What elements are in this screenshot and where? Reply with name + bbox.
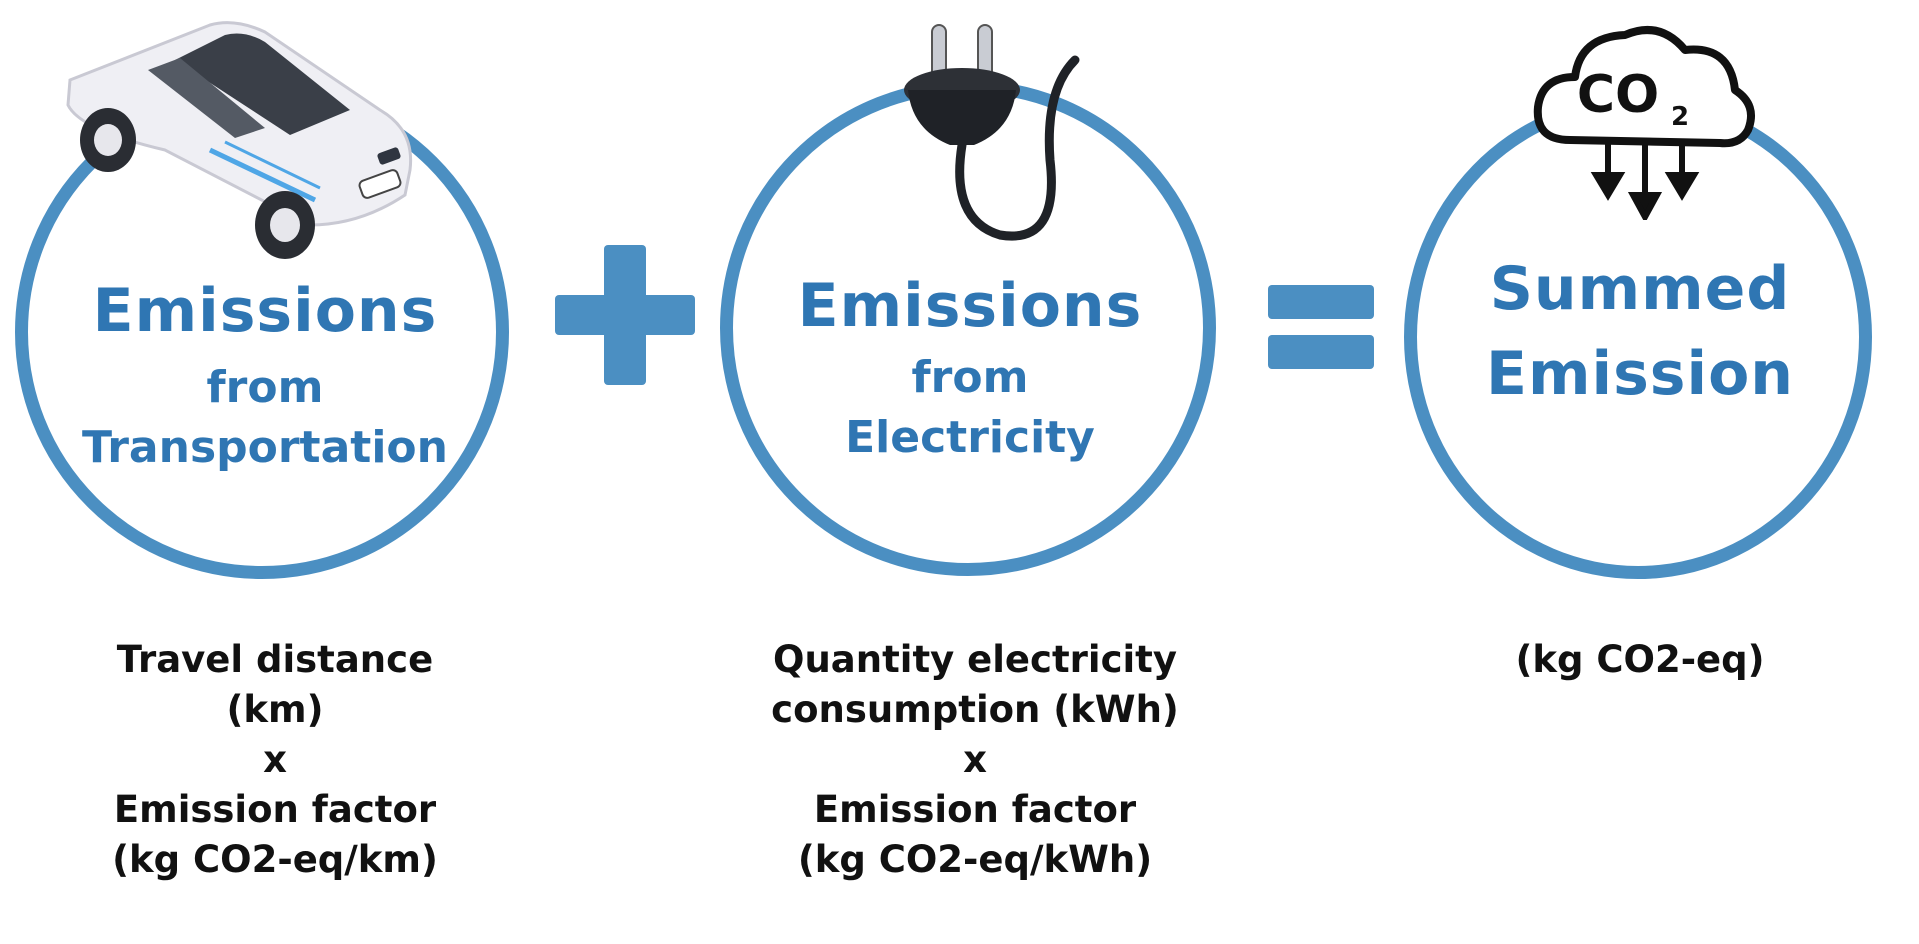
electricity-title-line-3: Electricity — [845, 412, 1095, 463]
formula-line: (kg CO2-eq) — [1515, 638, 1765, 681]
formula-line: Quantity electricity — [772, 638, 1177, 681]
plus-vertical-bar — [604, 245, 646, 385]
summed-title-line-1: Summed — [1489, 254, 1791, 324]
formula-line: Emission factor — [113, 788, 437, 831]
formula-line: consumption (kWh) — [771, 688, 1179, 731]
plug-icon — [904, 24, 1080, 241]
formula-line: Emission factor — [813, 788, 1137, 831]
transportation-title-line-3: Transportation — [82, 422, 448, 473]
formula-line: x — [263, 738, 287, 781]
electricity-title-line-1: Emissions — [797, 271, 1143, 341]
equals-bottom-bar — [1268, 335, 1374, 369]
transportation-title-line-1: Emissions — [92, 276, 438, 346]
formula-line: (kg CO2-eq/km) — [112, 838, 438, 881]
transportation-title-line-2: from — [206, 362, 324, 413]
co2-icon-text: CO — [1577, 65, 1659, 125]
car-icon — [66, 21, 413, 259]
formula-line: x — [963, 738, 987, 781]
co2-icon-subscript: 2 — [1671, 102, 1689, 132]
summed-formula: (kg CO2-eq) — [1430, 635, 1850, 685]
formula-line: Travel distance — [116, 638, 434, 681]
transportation-formula: Travel distance (km) x Emission factor (… — [20, 635, 530, 885]
equals-top-bar — [1268, 285, 1374, 319]
formula-line: (km) — [226, 688, 324, 731]
electricity-formula: Quantity electricity consumption (kWh) x… — [715, 635, 1235, 885]
summed-title-line-2: Emission — [1486, 339, 1794, 409]
electricity-title-line-2: from — [911, 352, 1029, 403]
formula-line: (kg CO2-eq/kWh) — [797, 838, 1153, 881]
co2-cloud-icon: CO 2 — [1533, 26, 1755, 220]
